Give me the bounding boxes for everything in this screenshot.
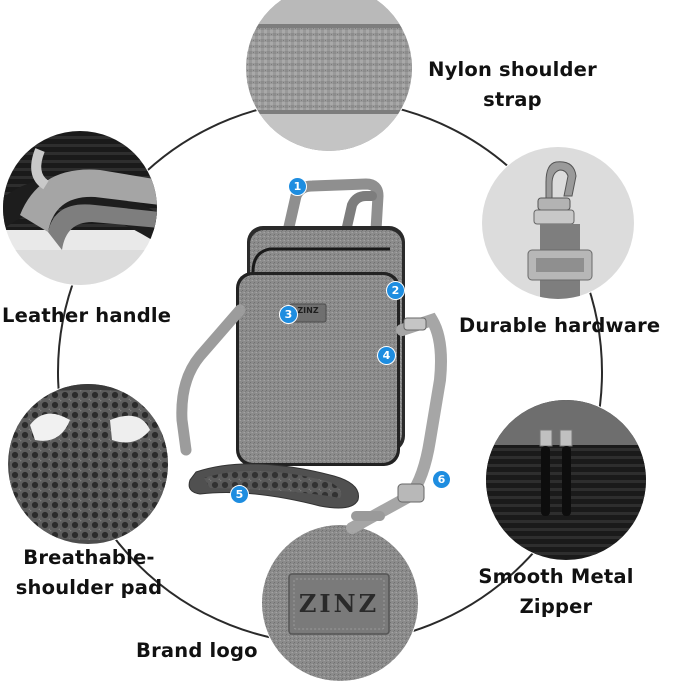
hardware-closeup-photo (481, 146, 635, 300)
badge-4: 4 (377, 346, 396, 365)
zipper-closeup-photo (485, 399, 647, 561)
label-nylon-strap-line2: strap (483, 88, 542, 111)
logo-closeup-photo (261, 524, 419, 682)
label-breathable-pad-line2: shoulder pad (15, 576, 163, 599)
badge-1: 1 (288, 177, 307, 196)
badge-6: 6 (432, 470, 451, 489)
label-breathable-pad-line1: Breathable- (23, 546, 155, 569)
label-nylon-strap-line1: Nylon shoulder (428, 58, 597, 81)
bag-illustration (176, 178, 447, 534)
handle-closeup-photo (2, 130, 158, 286)
pad-closeup-photo (7, 383, 169, 545)
strap-closeup-photo (245, 0, 413, 152)
badge-3: 3 (279, 305, 298, 324)
label-metal-zipper: Smooth Metal Zipper (470, 562, 642, 622)
label-durable-hardware: Durable hardware (459, 314, 661, 337)
badge-2: 2 (386, 281, 405, 300)
badge-5: 5 (230, 485, 249, 504)
label-nylon-strap: Nylon shoulder strap (415, 55, 610, 115)
label-breathable-pad: Breathable- shoulder pad (8, 543, 170, 603)
label-leather-handle: Leather handle (2, 304, 172, 327)
label-metal-zipper-line1: Smooth Metal (478, 565, 634, 588)
bag-logo-text: ZINZ (297, 306, 319, 315)
label-metal-zipper-line2: Zipper (519, 595, 593, 618)
brand-logo-text: ZINZ (298, 589, 380, 618)
label-brand-logo: Brand logo (136, 639, 258, 662)
